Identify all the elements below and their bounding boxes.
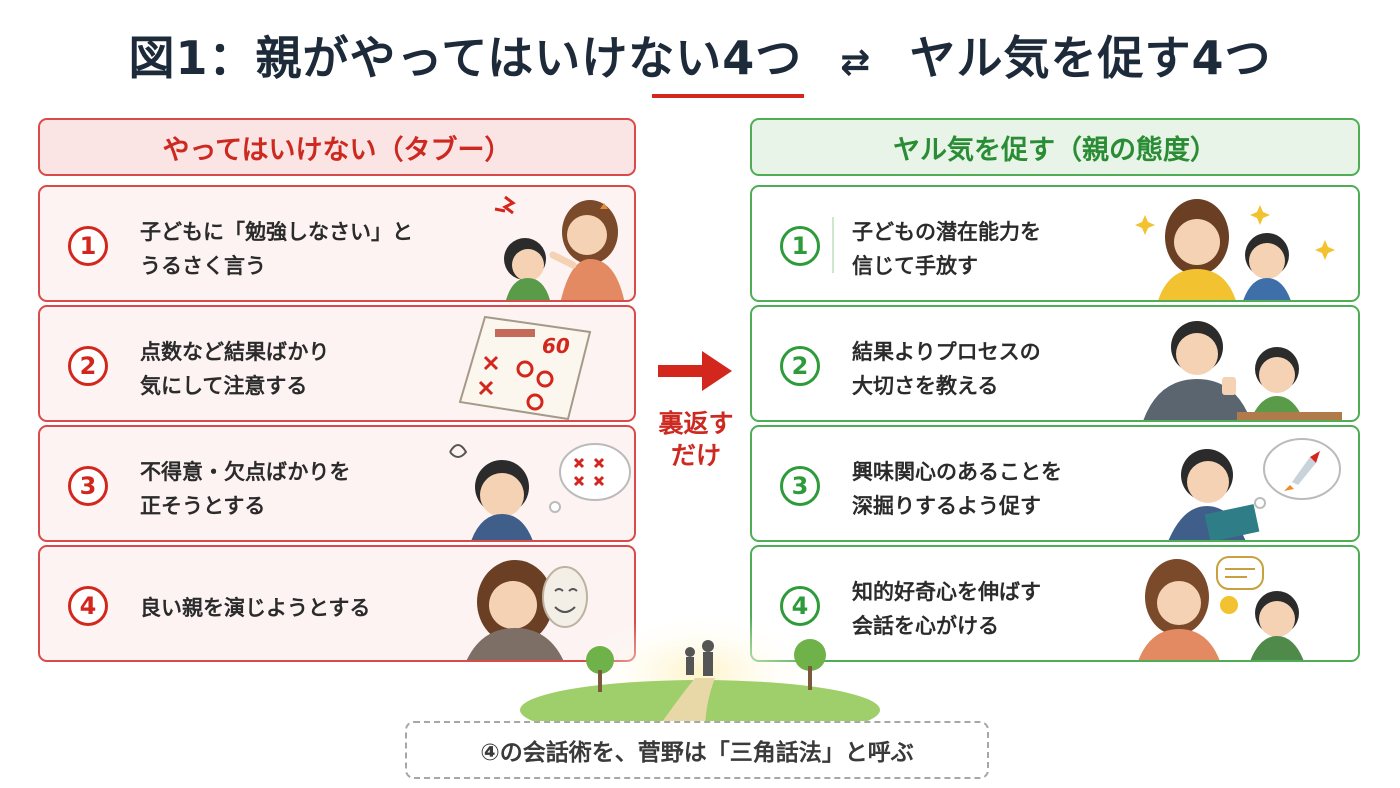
card-text: 不得意・欠点ばかりを 正そうとする [140, 460, 351, 518]
taboo-card-2: 2 点数など結果ばかり 気にして注意する 60 [38, 305, 636, 422]
thumbs-up-father-icon [1143, 321, 1342, 420]
rocket-dream-child-icon [1168, 438, 1341, 540]
number-badge: 3 [68, 466, 108, 506]
page-title: 図1：親がやってはいけない4つ ⇄ ヤル気を促す4つ [0, 22, 1400, 88]
card-text: 子どもの潜在能力を 信じて手放す [852, 220, 1041, 278]
flip-caption: 裏返す だけ [658, 409, 734, 470]
sad-child-icon [449, 443, 631, 540]
title-right: ヤル気を促す4つ [909, 31, 1272, 85]
divider [832, 217, 834, 273]
taboo-card-4: 4 良い親を演じようとする [38, 545, 636, 662]
motivation-header: ヤル気を促す（親の態度） [750, 118, 1360, 176]
number-badge: 1 [780, 226, 820, 266]
right-arrow-icon [658, 351, 732, 391]
test-paper-icon: 60 [458, 315, 592, 420]
swap-arrows-icon: ⇄ [840, 42, 872, 83]
title-left: 図1：親がやってはいけない4つ [128, 31, 803, 85]
card-text: 興味関心のあることを 深掘りするよう促す [852, 460, 1062, 518]
number-badge: 2 [68, 346, 108, 386]
scolding-mother-icon [494, 195, 625, 300]
mask-mother-icon [466, 560, 588, 660]
card-text: 結果よりプロセスの 大切さを教える [852, 340, 1041, 398]
card-text: 良い親を演じようとする [140, 596, 371, 620]
title-underline [652, 94, 804, 98]
sunrise-path-scene [520, 600, 880, 732]
motivation-card-3: 3 興味関心のあることを 深掘りするよう促す [750, 425, 1360, 542]
number-badge: 4 [68, 586, 108, 626]
motivation-card-1: 1 子どもの潜在能力を 信じて手放す [750, 185, 1360, 302]
smiling-parent-child-icon [1135, 199, 1335, 300]
number-badge: 1 [68, 226, 108, 266]
footer-note: ④の会話術を、菅野は「三角話法」と呼ぶ [405, 721, 989, 779]
conversation-icon [1138, 556, 1304, 660]
motivation-card-2: 2 結果よりプロセスの 大切さを教える [750, 305, 1360, 422]
taboo-card-1: 1 子どもに「勉強しなさい」と うるさく言う [38, 185, 636, 302]
taboo-header: やってはいけない（タブー） [38, 118, 636, 176]
taboo-card-3: 3 不得意・欠点ばかりを 正そうとする [38, 425, 636, 542]
svg-text:60: 60 [542, 334, 570, 358]
card-text: 知的好奇心を伸ばす 会話を心がける [852, 580, 1041, 638]
number-badge: 3 [780, 466, 820, 506]
motivation-card-4: 4 知的好奇心を伸ばす 会話を心がける [750, 545, 1360, 662]
card-text: 点数など結果ばかり 気にして注意する [140, 340, 330, 398]
card-text: 子どもに「勉強しなさい」と うるさく言う [140, 220, 413, 278]
number-badge: 2 [780, 346, 820, 386]
